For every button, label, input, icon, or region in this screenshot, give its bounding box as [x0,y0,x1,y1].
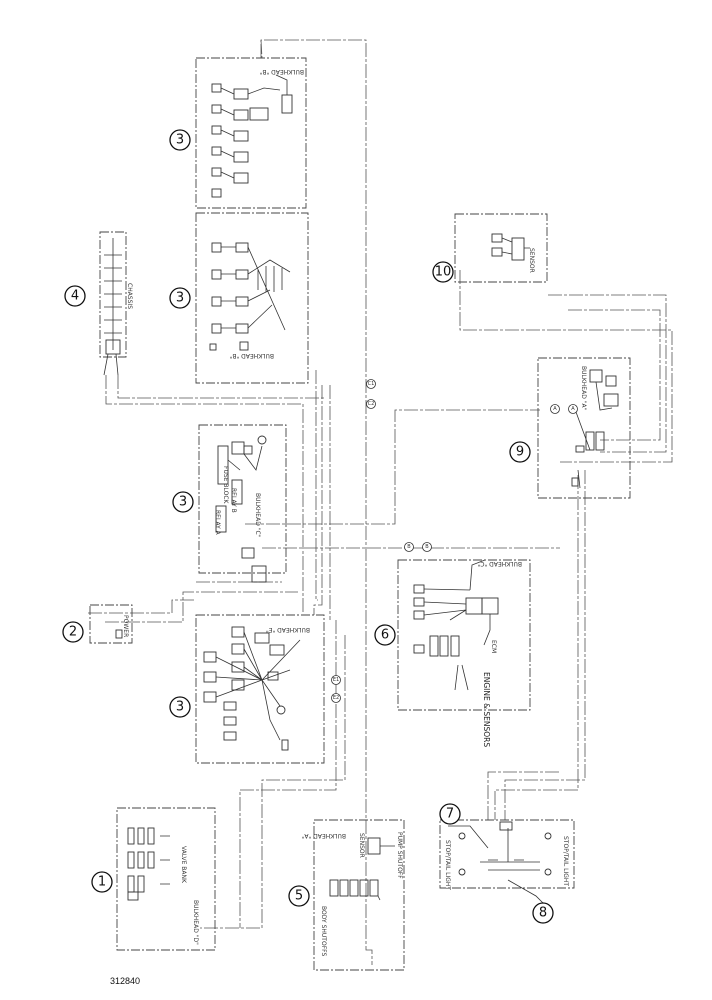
callout-4: 4 [64,285,86,307]
bulkhead-b-panel-top [195,57,307,209]
svg-text:C2: C2 [368,401,375,407]
sensor-label: SENSOR [528,248,535,273]
power-internals: POWER [115,615,129,639]
svg-text:E1: E1 [333,677,339,683]
bulkhead-e-panel [195,614,325,764]
fuse-label: FUSE BLOCK [222,466,229,505]
callout-7: 7 [439,803,461,825]
svg-text:10: 10 [435,265,452,280]
svg-text:C1: C1 [368,381,375,387]
svg-text:3: 3 [176,133,184,148]
callout-10: 10 [432,261,454,283]
bh-c2-label: BULKHEAD "C" [477,560,522,567]
valve-bank-panel [116,807,216,951]
callout-3-a: 3 [169,129,191,151]
svg-text:7: 7 [446,807,454,822]
callout-9: 9 [509,441,531,463]
svg-text:4: 4 [71,289,79,304]
relay-a-label: RELAY A [214,510,221,536]
bh-e-label: BULKHEAD "E" [266,626,310,633]
panel-top-internals: BULKHEAD "B" [211,68,304,198]
connector-a1: A [550,404,560,414]
stl-left-label: STOP/TAIL LIGHT [444,840,451,890]
sensor-panel [454,213,548,283]
relay-b-label: RELAY B [230,488,237,513]
sensor-internals: SENSOR [491,233,535,273]
part-number: 312840 [110,976,141,986]
svg-text:3: 3 [179,495,187,510]
svg-text:1: 1 [98,875,106,890]
pump-label: PUMP SHUTOFF [396,832,403,879]
callout-6: 6 [374,624,396,646]
bulkhead-a-internals: BULKHEAD "A" [571,366,619,489]
pump-internals: BULKHEAD "A" SENSOR PUMP SHUTOFF BODY SH… [301,832,403,956]
svg-text:A: A [571,406,575,412]
svg-text:6: 6 [381,628,389,643]
bulkhead-b-panel-mid [195,212,309,384]
svg-text:2: 2 [69,625,77,640]
stl-right-label: STOP/TAIL LIGHT [562,836,569,886]
stop-tail-light-panel [439,819,575,889]
connector-bubbles: C1 C2 E1 E2 A A B B [331,379,578,703]
connector-b1: B [404,542,414,552]
svg-text:A: A [553,406,557,412]
svg-text:B: B [407,544,411,550]
bh-a-label: BULKHEAD "A" [580,366,587,411]
svg-text:ECM: ECM [490,640,497,653]
callout-1: 1 [91,871,113,893]
panel-fuse-internals: FUSE BLOCK RELAY B RELAY A BULKHEAD "C" [214,435,267,583]
stop-tail-internals: STOP/TAIL LIGHT STOP/TAIL LIGHT [444,821,569,890]
bh-b-top-label: BULKHEAD "B" [259,68,304,75]
svg-text:9: 9 [516,445,524,460]
connector-e2: E2 [331,693,341,703]
fuse-relay-panel [198,424,287,574]
callout-3-c: 3 [172,491,194,513]
callout-leaders [448,825,544,904]
chassis-internals: CHASSIS [103,238,133,376]
sensor2-label: SENSOR [358,833,365,858]
svg-text:8: 8 [539,906,547,921]
engine-label: ENGINE & SENSORS [482,672,491,747]
bh-d-label: BULKHEAD "D" [192,900,199,945]
callout-3-b: 3 [169,287,191,309]
callout-8: 8 [532,902,554,924]
bulkhead-a-panel [537,357,631,499]
engine-internals: BULKHEAD "C" ENGINE & SENSORS ECM [413,559,522,747]
callout-5: 5 [288,885,310,907]
power-label: POWER [122,615,129,637]
engine-sensors-panel [397,559,531,711]
svg-text:B: B [425,544,429,550]
connector-c2: C2 [366,399,376,409]
svg-text:3: 3 [176,291,184,306]
bh-c-label: BULKHEAD "C" [254,493,261,538]
body-label: BODY SHUTOFFS [320,906,327,956]
connector-e1: E1 [331,675,341,685]
panel-e-internals: BULKHEAD "E" [203,626,310,751]
callout-2: 2 [62,621,84,643]
chassis-label: CHASSIS [126,283,133,309]
svg-text:3: 3 [176,700,184,715]
panel-mid-internals: BULKHEAD "B" [209,242,291,359]
connector-b2: B [422,542,432,552]
power-panel [89,604,133,644]
component-boxes [89,57,631,971]
svg-text:E2: E2 [333,695,339,701]
chassis-panel [99,231,127,358]
callout-3-d: 3 [169,696,191,718]
valve-bank-internals: VALVE BANK BULKHEAD "D" [127,827,199,945]
svg-text:5: 5 [295,889,303,904]
connector-c1: C1 [366,379,376,389]
valve-label: VALVE BANK [180,846,187,884]
pump-shutoff-panel [313,819,405,971]
connector-a2: A [568,404,578,414]
bh-a2-label: BULKHEAD "A" [301,832,346,839]
bh-b-mid-label: BULKHEAD "B" [229,352,274,359]
